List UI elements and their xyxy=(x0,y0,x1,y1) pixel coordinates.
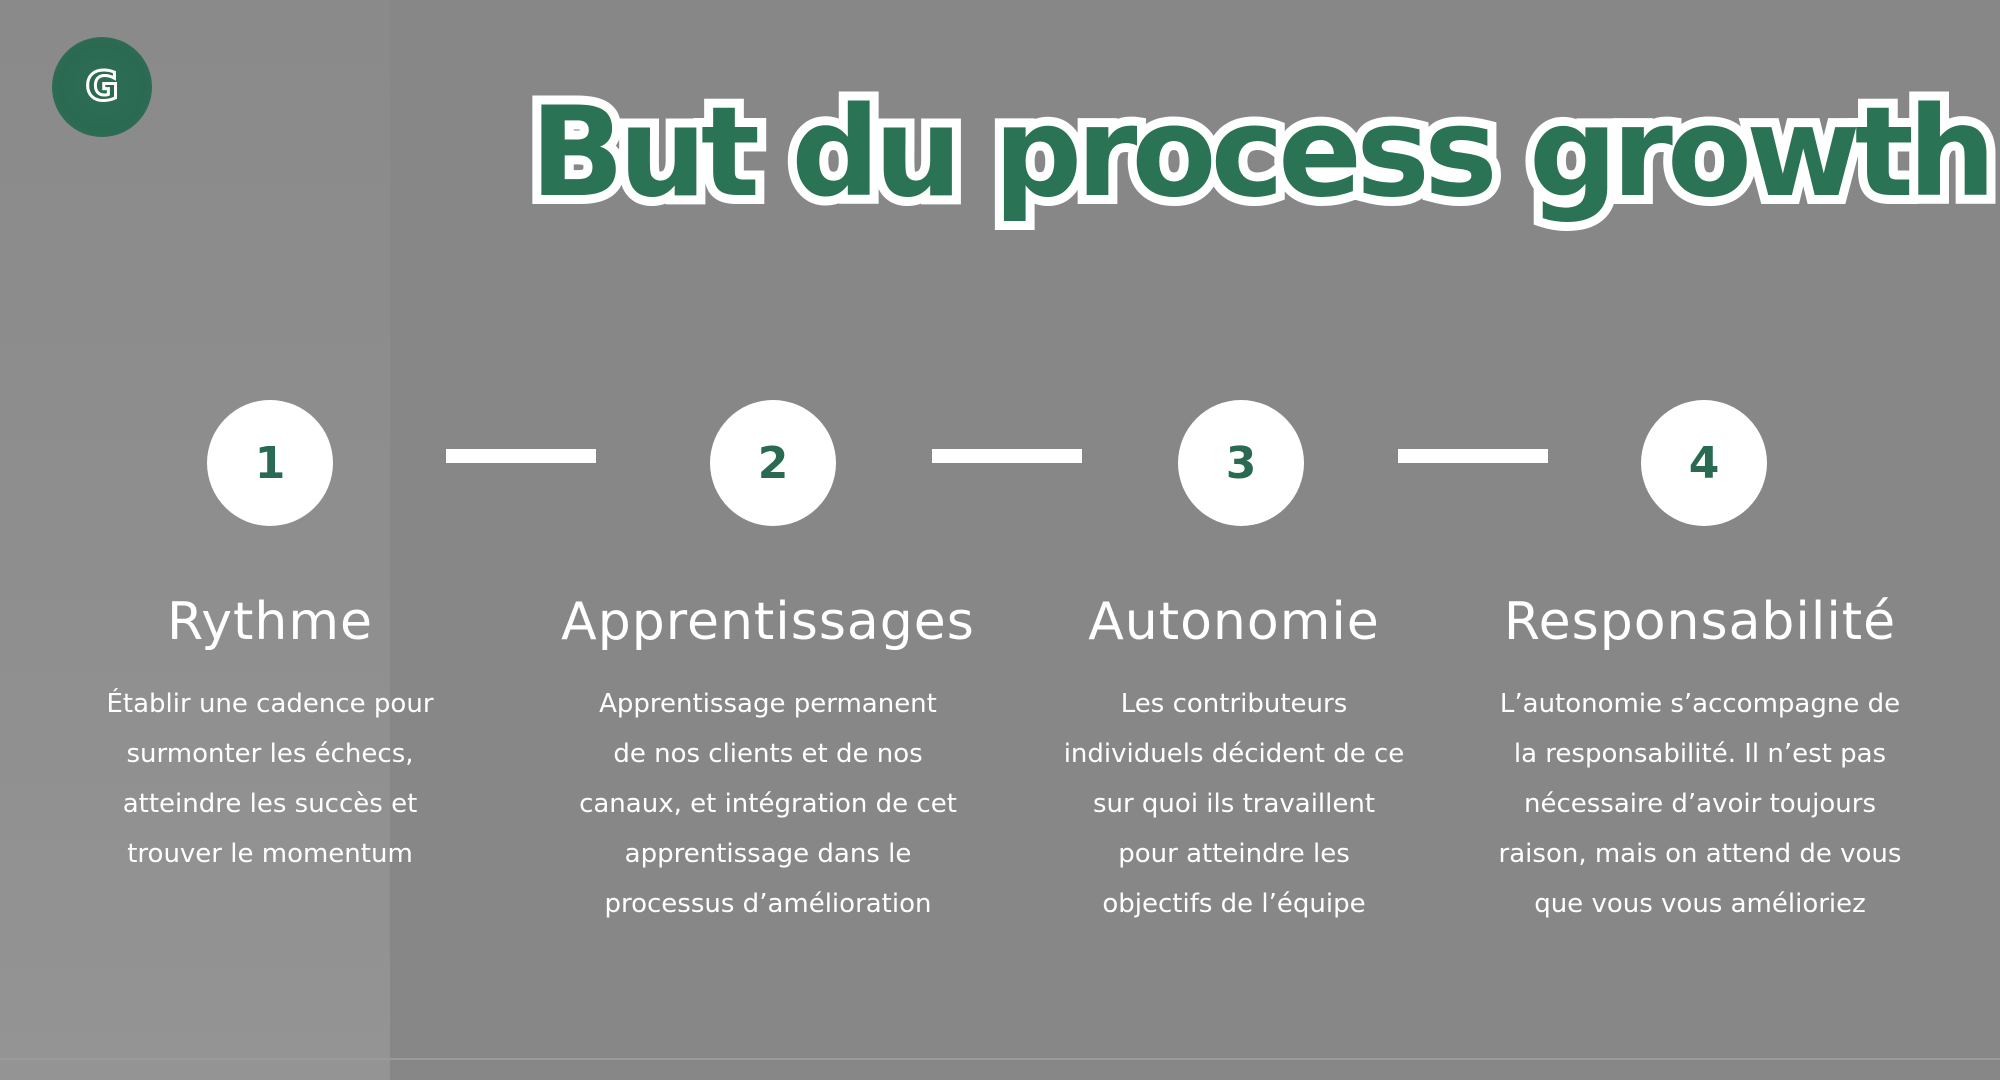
step-description: Apprentissage permanent de nos clients e… xyxy=(548,679,988,929)
step-column-4: Responsabilité L’autonomie s’accompagne … xyxy=(1475,585,1925,929)
step-description: L’autonomie s’accompagne de la responsab… xyxy=(1475,679,1925,929)
page-title: But du process growth xyxy=(521,72,2000,234)
desc-line: objectifs de l’équipe xyxy=(1102,889,1366,919)
step-column-1: Rythme Établir une cadence pour surmonte… xyxy=(50,585,490,879)
desc-line: atteindre les succès et xyxy=(122,789,418,819)
step-heading: Rythme xyxy=(166,592,374,652)
desc-line: canaux, et intégration de cet xyxy=(579,789,957,819)
step-heading: Autonomie xyxy=(1088,592,1380,652)
desc-line: trouver le momentum xyxy=(127,839,413,869)
connector-line xyxy=(932,449,1082,463)
desc-line: L’autonomie s’accompagne de xyxy=(1499,689,1901,719)
desc-line: nécessaire d’avoir toujours xyxy=(1524,789,1876,819)
desc-line: processus d’amélioration xyxy=(604,889,932,919)
step-column-2: Apprentissages Apprentissage permanent d… xyxy=(548,585,988,929)
desc-line: Établir une cadence pour xyxy=(106,689,434,719)
desc-line: raison, mais on attend de vous xyxy=(1498,839,1902,869)
desc-line: la responsabilité. Il n’est pas xyxy=(1513,739,1887,769)
step-number-1: 1 xyxy=(207,400,333,526)
desc-line: de nos clients et de nos xyxy=(613,739,923,769)
connector-line xyxy=(1398,449,1548,463)
desc-line: Apprentissage permanent xyxy=(599,689,937,719)
desc-line: pour atteindre les xyxy=(1118,839,1350,869)
desc-line: que vous vous amélioriez xyxy=(1534,889,1866,919)
step-heading: Apprentissages xyxy=(561,592,975,652)
step-heading: Responsabilité xyxy=(1503,592,1897,652)
step-description: Établir une cadence pour surmonter les é… xyxy=(50,679,490,879)
background-texture xyxy=(0,0,390,1080)
logo-letter: G xyxy=(84,63,120,112)
divider xyxy=(0,1058,2000,1060)
desc-line: sur quoi ils travaillent xyxy=(1092,789,1376,819)
desc-line: surmonter les échecs, xyxy=(126,739,414,769)
step-number-4: 4 xyxy=(1641,400,1767,526)
connector-line xyxy=(446,449,596,463)
step-number-2: 2 xyxy=(710,400,836,526)
desc-line: individuels décident de ce xyxy=(1063,739,1405,769)
desc-line: apprentissage dans le xyxy=(624,839,912,869)
desc-line: Les contributeurs xyxy=(1120,689,1348,719)
step-number-3: 3 xyxy=(1178,400,1304,526)
step-column-3: Autonomie Les contributeurs individuels … xyxy=(1014,585,1454,929)
step-description: Les contributeurs individuels décident d… xyxy=(1014,679,1454,929)
logo: G xyxy=(52,37,152,137)
